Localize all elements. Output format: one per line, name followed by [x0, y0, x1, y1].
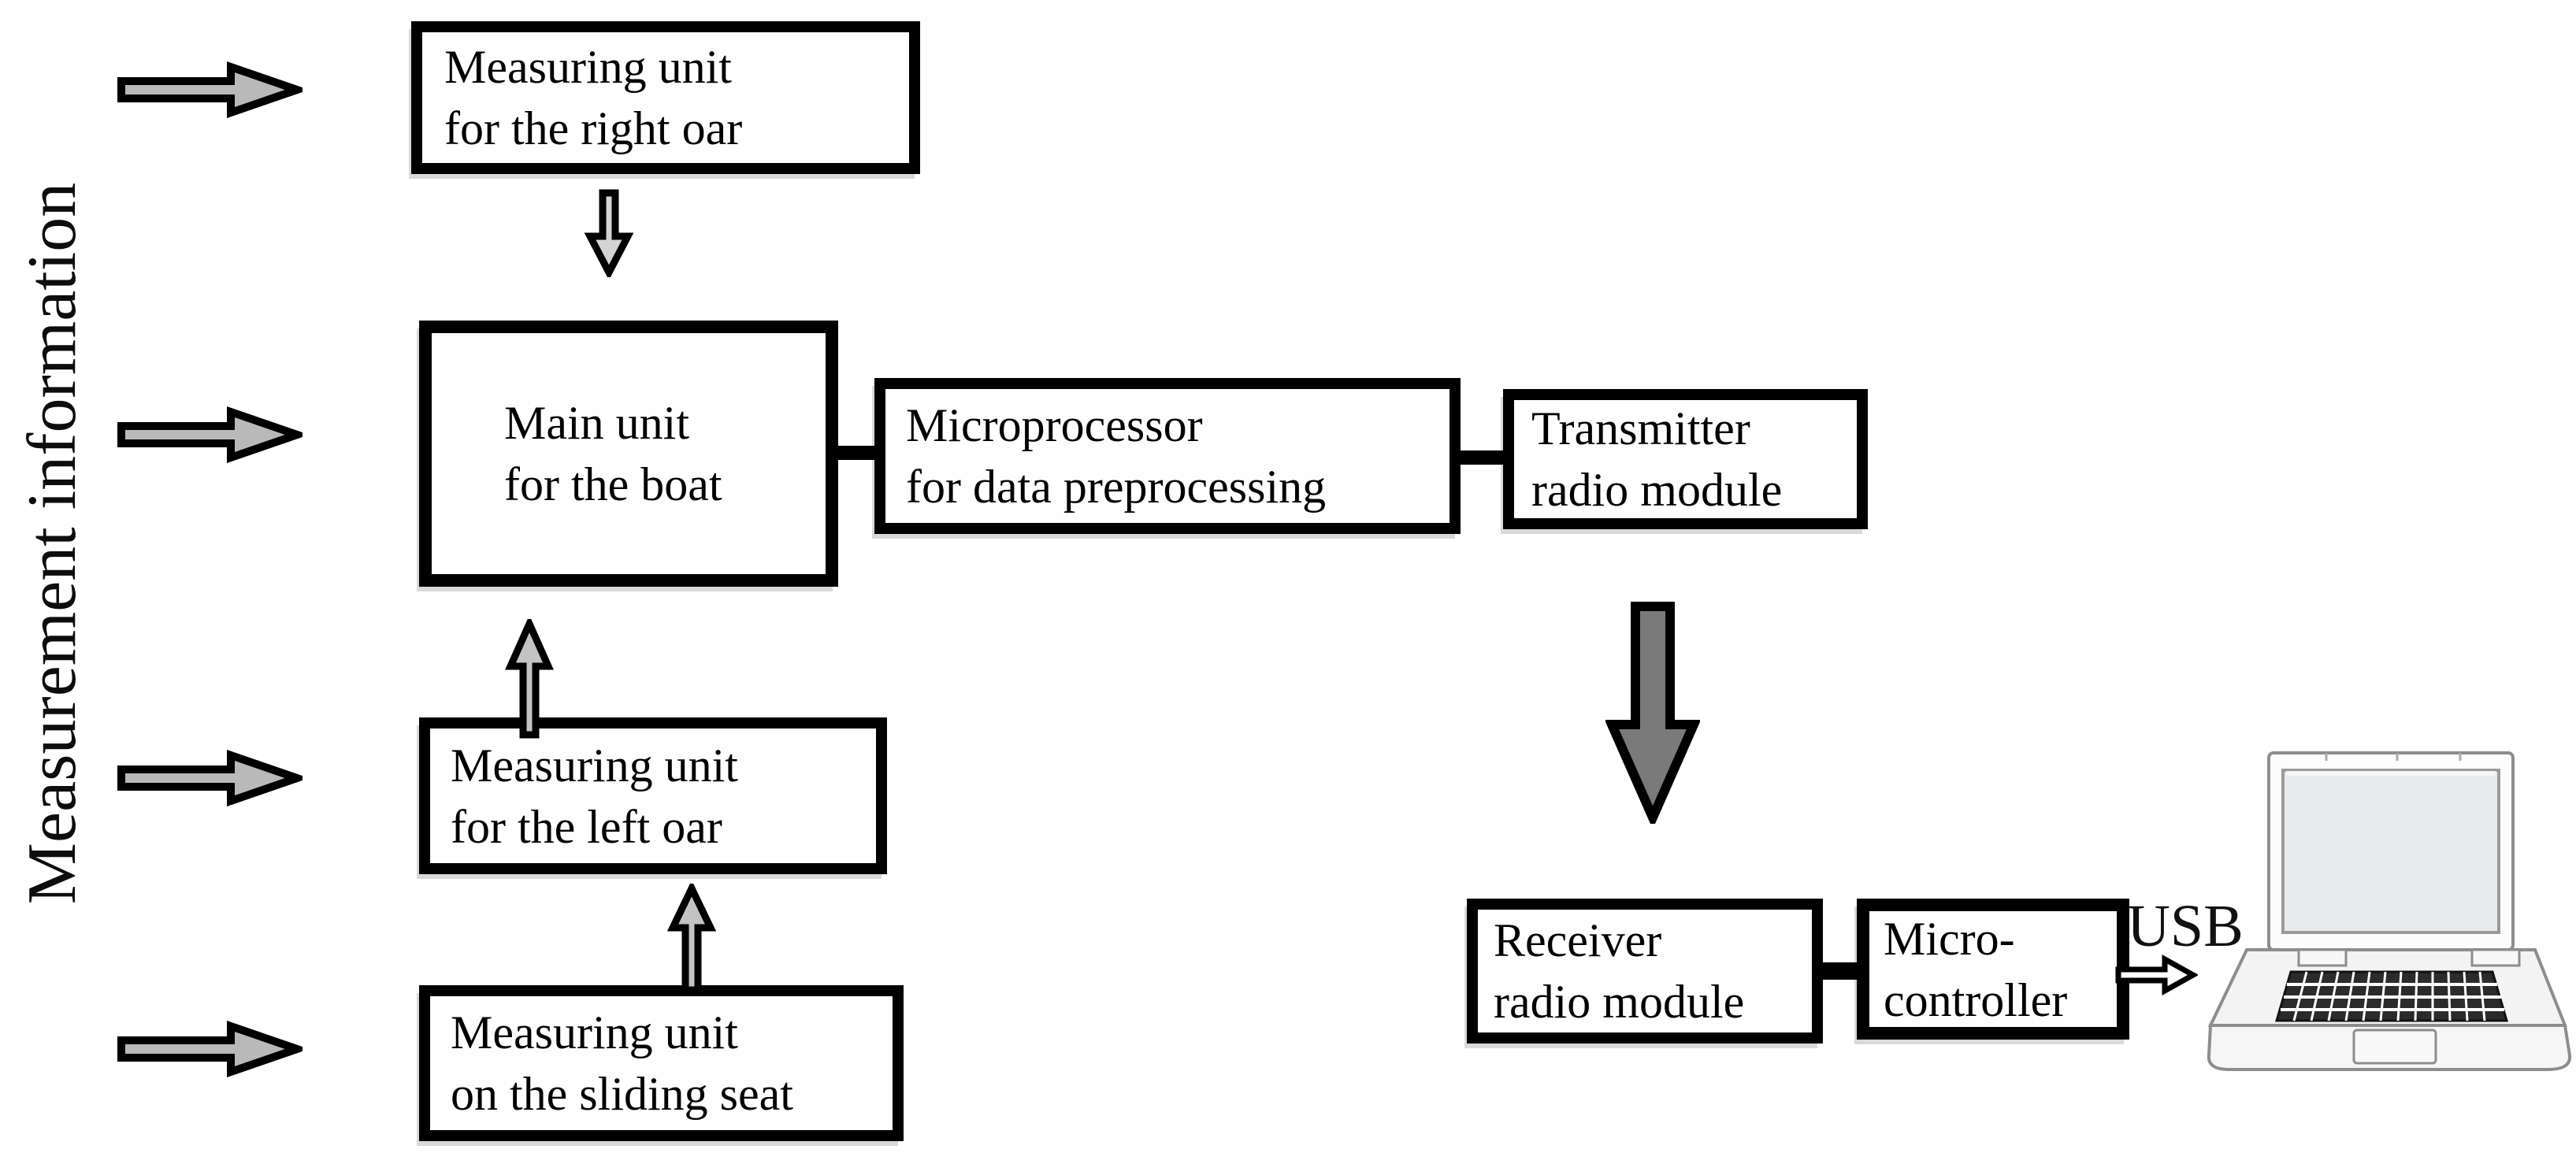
box-main-unit-boat: Main unit for the boat	[419, 321, 838, 587]
right-arrow-icon	[117, 61, 303, 119]
measurement-input-arrow-4	[115, 1019, 303, 1079]
box-label-line: radio module	[1494, 976, 1745, 1028]
up-arrow-icon	[505, 619, 554, 739]
box-label-line: for the right oar	[444, 102, 743, 154]
connector-microprocessor-to-transmitter	[1456, 450, 1508, 465]
box-label-line: on the sliding seat	[451, 1068, 793, 1120]
box-label-line: Transmitter	[1531, 402, 1750, 454]
usb-arrow	[2114, 955, 2198, 995]
box-label-line: radio module	[1531, 464, 1783, 516]
arrow-right-oar-to-main	[584, 189, 634, 277]
box-label-line: for the left oar	[451, 800, 722, 853]
box-measuring-unit-right-oar: Measuring unit for the right oar	[411, 21, 920, 174]
box-microprocessor: Microprocessor for data preprocessing	[874, 378, 1461, 534]
box-measuring-unit-left-oar: Measuring unit for the left oar	[419, 717, 887, 874]
connector-main-to-microprocessor	[832, 446, 881, 460]
laptop-computer	[2196, 745, 2573, 1082]
box-label-line: for the boat	[504, 458, 722, 510]
up-arrow-icon	[666, 884, 717, 994]
box-label-line: Micro-	[1884, 912, 2015, 965]
box-transmitter-radio-module: Transmitter radio module	[1503, 389, 1868, 529]
measurement-input-arrow-2	[115, 405, 303, 465]
big-down-arrow-icon	[1605, 602, 1700, 824]
connector-receiver-to-microcontroller	[1818, 962, 1862, 980]
box-measuring-unit-sliding-seat: Measuring unit on the sliding seat	[419, 985, 904, 1141]
box-label-line: Measuring unit	[451, 739, 738, 791]
box-label-line: Measuring unit	[451, 1006, 738, 1058]
box-label-line: controller	[1884, 973, 2068, 1026]
arrow-sliding-seat-to-left-oar	[666, 884, 717, 994]
arrow-transmitter-to-receiver	[1605, 600, 1700, 824]
arrow-left-oar-to-main	[504, 619, 555, 739]
right-arrow-icon	[117, 749, 303, 807]
box-label-line: for data preprocessing	[906, 461, 1327, 513]
box-label-line: Microprocessor	[906, 399, 1203, 451]
usb-label: USB	[2127, 893, 2244, 959]
box-label-line: Main unit	[504, 397, 689, 449]
box-microcontroller: Micro- controller	[1857, 899, 2129, 1040]
usb-right-arrow-icon	[2115, 955, 2198, 995]
box-receiver-radio-module: Receiver radio module	[1467, 899, 1823, 1044]
right-arrow-icon	[117, 406, 303, 464]
laptop-icon	[2207, 751, 2572, 1071]
right-arrow-icon	[117, 1020, 303, 1078]
measurement-input-arrow-3	[115, 748, 303, 808]
vertical-axis-label: Measurement information	[13, 182, 91, 905]
measurement-input-arrow-1	[115, 60, 303, 120]
down-arrow-icon	[584, 189, 634, 277]
box-label-line: Receiver	[1494, 914, 1662, 966]
box-label-line: Measuring unit	[444, 41, 732, 93]
